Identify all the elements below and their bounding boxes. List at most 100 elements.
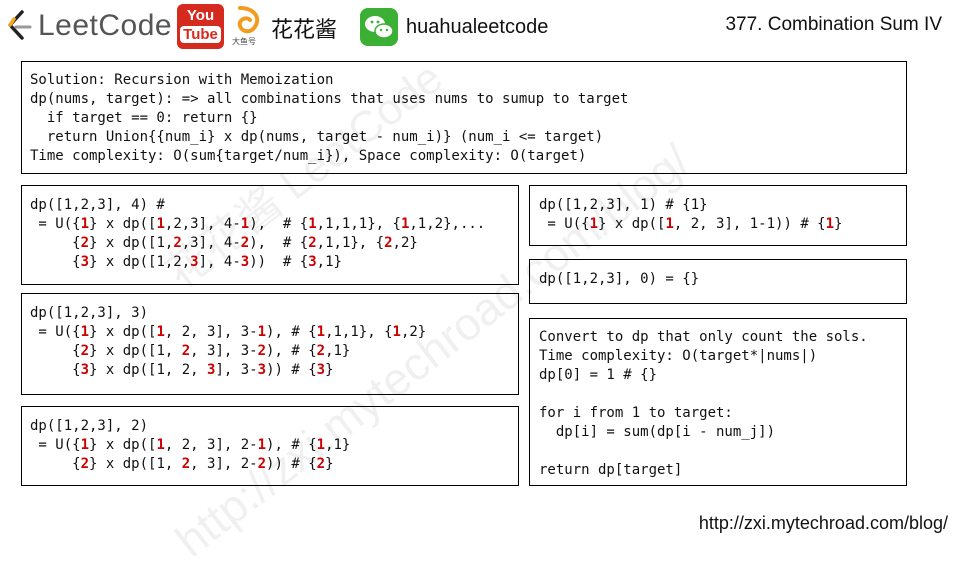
highlighted-number: 3 xyxy=(257,362,267,378)
highlighted-number: 2 xyxy=(80,456,90,472)
highlighted-number: 3 xyxy=(80,254,90,270)
code-text: } x dp([ xyxy=(89,324,157,340)
highlighted-number: 2 xyxy=(257,456,267,472)
highlighted-number: 2 xyxy=(240,235,250,251)
code-line: dp([1,2,3], 2) xyxy=(30,417,350,436)
code-text: Time complexity: O(sum{target/num_i}), S… xyxy=(30,148,587,164)
highlighted-number: 1 xyxy=(316,324,326,340)
highlighted-number: 3 xyxy=(80,362,90,378)
highlighted-number: 1 xyxy=(156,324,165,340)
highlighted-number: 1 xyxy=(80,324,90,340)
code-text: = U({ xyxy=(539,216,590,232)
code-text: } x dp([1, xyxy=(89,456,182,472)
code-line: dp[i] = sum(dp[i - num_j]) xyxy=(539,423,868,442)
code-text: Convert to dp that only count the sols. xyxy=(539,329,868,345)
code-text: } xyxy=(834,216,843,232)
highlighted-number: 1 xyxy=(308,216,317,232)
highlighted-number: 3 xyxy=(240,254,250,270)
highlighted-number: 2 xyxy=(80,343,90,359)
code-text: Time complexity: O(target*|nums|) xyxy=(539,348,818,364)
dayu-label: 大鱼号 xyxy=(232,37,256,46)
code-text: ), # { xyxy=(249,235,309,251)
code-text: { xyxy=(30,456,81,472)
code-line: {2} x dp([1,2,3], 4-2), # {2,1,1}, {2,2} xyxy=(30,234,485,253)
code-text: { xyxy=(30,343,81,359)
highlighted-number: 2 xyxy=(316,456,326,472)
dp2-box: dp([1,2,3], 2) = U({1} x dp([1, 2, 3], 2… xyxy=(21,406,519,486)
code-line: Time complexity: O(target*|nums|) xyxy=(539,347,868,366)
code-text: } xyxy=(325,362,334,378)
youtube-icon: You Tube xyxy=(177,4,224,49)
code-text: dp([1,2,3], 3) xyxy=(30,305,149,321)
highlighted-number: 3 xyxy=(207,362,216,378)
highlighted-number: 1 xyxy=(392,324,401,340)
highlighted-number: 2 xyxy=(308,235,317,251)
youtube-you-text: You xyxy=(186,7,215,24)
highlighted-number: 3 xyxy=(190,254,199,270)
code-line: dp[0] = 1 # {} xyxy=(539,366,868,385)
code-text: return Union{{num_i} x dp(nums, target -… xyxy=(30,129,604,145)
highlighted-number: 1 xyxy=(156,216,165,232)
code-text: ,3], 4- xyxy=(181,235,241,251)
dp2-code: dp([1,2,3], 2) = U({1} x dp([1, 2, 3], 2… xyxy=(30,417,350,474)
code-line: dp(nums, target): => all combinations th… xyxy=(30,90,628,109)
code-text: dp[i] = sum(dp[i - num_j]) xyxy=(539,424,776,440)
code-text: ], 4- xyxy=(198,254,241,270)
highlighted-number: 1 xyxy=(316,437,326,453)
highlighted-number: 1 xyxy=(257,437,267,453)
highlighted-number: 2 xyxy=(173,235,182,251)
code-text: dp[0] = 1 # {} xyxy=(539,367,658,383)
code-line: {3} x dp([1, 2, 3], 3-3)) # {3} xyxy=(30,361,426,380)
highlighted-number: 1 xyxy=(400,216,410,232)
code-text: dp([1,2,3], 1) # {1} xyxy=(539,197,708,213)
code-text: = U({ xyxy=(30,437,81,453)
code-text: , 3], 3- xyxy=(190,343,258,359)
code-text: ,1,1}, { xyxy=(316,235,385,251)
highlighted-number: 2 xyxy=(181,456,191,472)
code-line: {2} x dp([1, 2, 3], 2-2)) # {2} xyxy=(30,455,350,474)
code-text: ,2} xyxy=(392,235,418,251)
code-text: ), # { xyxy=(266,437,317,453)
highlighted-number: 1 xyxy=(240,216,250,232)
code-text: ), # { xyxy=(266,343,317,359)
code-line: = U({1} x dp([1, 2, 3], 2-1), # {1,1} xyxy=(30,436,350,455)
dp-count-box: Convert to dp that only count the sols. T… xyxy=(529,318,907,486)
code-text: dp([1,2,3], 4) # xyxy=(30,197,165,213)
code-text: = U({ xyxy=(30,324,81,340)
code-line: Convert to dp that only count the sols. xyxy=(539,328,868,347)
code-text: )) # { xyxy=(266,456,317,472)
code-text: Solution: Recursion with Memoization xyxy=(30,72,334,88)
highlighted-number: 3 xyxy=(308,254,317,270)
dp0-code: dp([1,2,3], 0) = {} xyxy=(539,270,699,289)
highlighted-number: 2 xyxy=(316,343,326,359)
solution-box: Solution: Recursion with Memoization dp(n… xyxy=(21,61,907,174)
code-line: dp([1,2,3], 0) = {} xyxy=(539,270,699,289)
code-text: = U({ xyxy=(30,216,81,232)
highlighted-number: 2 xyxy=(257,343,267,359)
code-line: = U({1} x dp([1, 2, 3], 1-1)) # {1} xyxy=(539,215,842,234)
dp4-code: dp([1,2,3], 4) # = U({1} x dp([1,2,3], 4… xyxy=(30,196,485,272)
code-line xyxy=(539,385,868,404)
code-line: Solution: Recursion with Memoization xyxy=(30,71,628,90)
code-text: ,1} xyxy=(325,437,351,453)
leetcode-logo: LeetCode xyxy=(4,4,172,48)
highlighted-number: 1 xyxy=(589,216,599,232)
code-text: ,2} xyxy=(400,324,427,340)
code-line xyxy=(539,442,868,461)
code-line: return dp[target] xyxy=(539,461,868,480)
code-text: ), # { xyxy=(266,324,317,340)
dp-count-code: Convert to dp that only count the sols. T… xyxy=(539,328,868,480)
highlighted-number: 1 xyxy=(665,216,674,232)
code-text: if target == 0: return {} xyxy=(30,110,258,126)
highlighted-number: 3 xyxy=(316,362,326,378)
dayu-icon xyxy=(237,6,260,34)
code-line: dp([1,2,3], 1) # {1} xyxy=(539,196,842,215)
code-text: for i from 1 to target: xyxy=(539,405,733,421)
highlighted-number: 1 xyxy=(257,324,267,340)
highlighted-number: 1 xyxy=(80,437,90,453)
leetcode-icon xyxy=(8,10,32,40)
highlighted-number: 2 xyxy=(80,235,90,251)
code-text: ], 3- xyxy=(215,362,258,378)
footer-url: http://zxi.mytechroad.com/blog/ xyxy=(698,513,948,533)
youtube-tube-text: Tube xyxy=(180,26,221,43)
